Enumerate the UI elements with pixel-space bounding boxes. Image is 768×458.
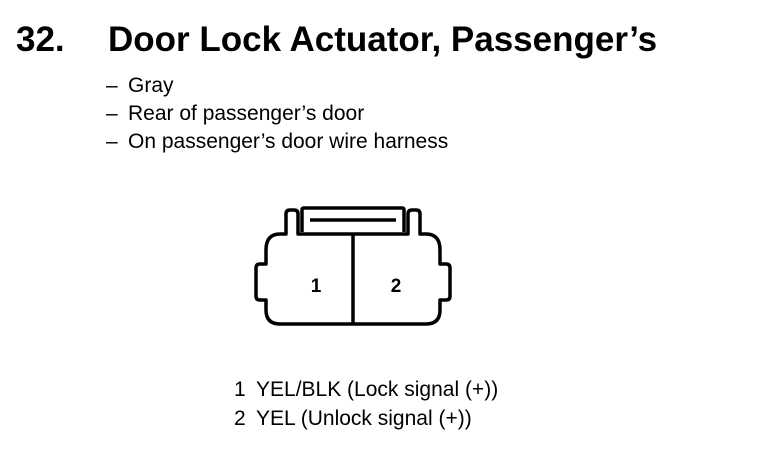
detail-color: –Gray bbox=[106, 72, 448, 100]
detail-location: –Rear of passenger’s door bbox=[106, 100, 448, 128]
component-details: –Gray –Rear of passenger’s door –On pass… bbox=[106, 72, 448, 156]
pinout-pin: 2 bbox=[234, 407, 246, 430]
detail-text: Rear of passenger’s door bbox=[128, 102, 365, 125]
detail-text: On passenger’s door wire harness bbox=[128, 130, 449, 153]
detail-dash: – bbox=[106, 102, 118, 125]
section-number: 32. bbox=[16, 20, 65, 59]
pinout-pin: 1 bbox=[234, 378, 246, 401]
pinout-text: YEL/BLK (Lock signal (+)) bbox=[256, 378, 499, 401]
detail-dash: – bbox=[106, 74, 118, 97]
pinout-text: YEL (Unlock signal (+)) bbox=[256, 407, 472, 430]
pinout-list: 1 YEL/BLK (Lock signal (+)) 2 YEL (Unlock … bbox=[234, 375, 498, 433]
pinout-item: 2 YEL (Unlock signal (+)) bbox=[234, 404, 498, 433]
detail-dash: – bbox=[106, 130, 118, 153]
section-title: Door Lock Actuator, Passenger’s bbox=[108, 20, 658, 59]
section-heading: 32. Door Lock Actuator, Passenger’s bbox=[16, 18, 657, 62]
connector-lock-tab bbox=[300, 206, 406, 232]
detail-harness: –On passenger’s door wire harness bbox=[106, 128, 448, 156]
pinout-item: 1 YEL/BLK (Lock signal (+)) bbox=[234, 375, 498, 404]
detail-text: Gray bbox=[128, 74, 174, 97]
connector-diagram: 1 2 bbox=[254, 206, 452, 326]
pin-1-label: 1 bbox=[311, 276, 322, 297]
pin-2-label: 2 bbox=[391, 276, 402, 297]
connector-housing bbox=[254, 208, 452, 326]
